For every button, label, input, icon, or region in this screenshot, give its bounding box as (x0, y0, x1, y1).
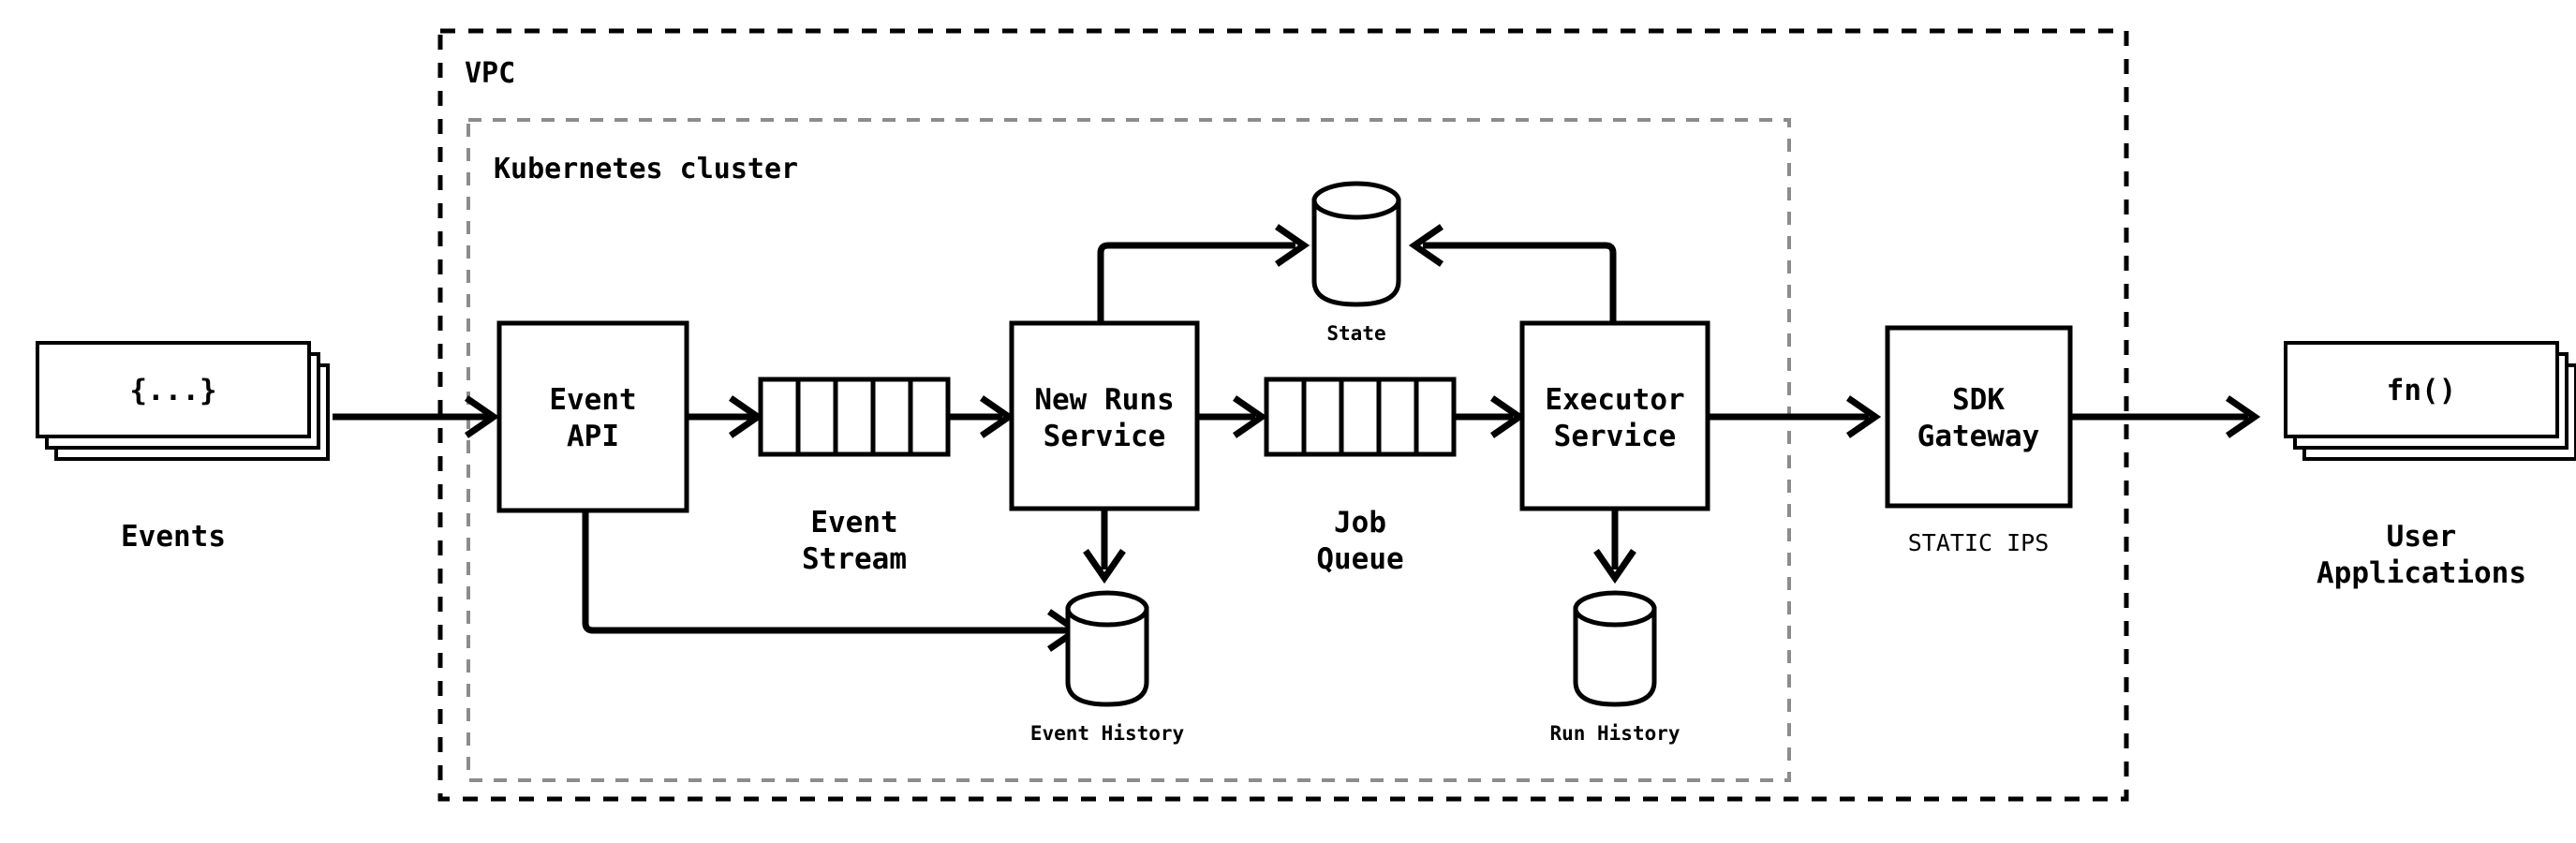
sdk-gateway-box (1885, 325, 2073, 509)
state-label: State (1326, 322, 1385, 345)
event-history-cylinder-top (1065, 590, 1149, 628)
job-queue-label-line1: Job (1334, 506, 1386, 540)
executor-service-box (1519, 320, 1710, 511)
event-api-node[interactable]: Event API (496, 320, 689, 513)
events-stack-layer-1 (36, 341, 311, 438)
edge-events-to-event-api (333, 395, 500, 438)
run-history-cylinder-top (1573, 590, 1657, 628)
event-stream-node[interactable]: Event Stream (758, 377, 951, 576)
new-runs-service-label-line2: Service (1044, 420, 1166, 453)
sdk-gateway-label-line2: Gateway (1917, 420, 2040, 453)
sdk-gateway-node[interactable]: SDK Gateway STATIC IPS (1885, 325, 2073, 556)
run-history-label: Run History (1549, 722, 1680, 745)
edge-event-api-to-event-stream (687, 395, 764, 438)
edge-new-runs-service-to-state (1097, 224, 1310, 323)
event-api-label-line2: API (567, 420, 619, 453)
job-queue-label-line2: Queue (1316, 542, 1403, 576)
state-cylinder-body (1311, 198, 1401, 307)
new-runs-service-node[interactable]: New Runs Service (1009, 320, 1200, 511)
sdk-gateway-label-line1: SDK (1952, 383, 2005, 417)
job-queue-node[interactable]: Job Queue (1264, 377, 1457, 576)
user-applications-box-text: fn() (2387, 374, 2457, 407)
edge-sdk-gateway-to-user-applications (2070, 395, 2261, 438)
run-history-node[interactable]: Run History (1549, 590, 1680, 745)
event-stream-label-line1: Event (810, 506, 897, 540)
edge-new-runs-service-to-event-history (1083, 509, 1126, 584)
event-stream-label-line2: Stream (802, 542, 907, 576)
sdk-gateway-sublabel: STATIC IPS (1908, 529, 2050, 556)
edge-job-queue-to-executor-service (1454, 395, 1526, 438)
event-history-label: Event History (1030, 722, 1185, 745)
run-history-cylinder-body (1573, 606, 1657, 707)
executor-service-label-line1: Executor (1545, 383, 1684, 417)
event-api-box (496, 320, 689, 513)
user-applications-label-line2: Applications (2317, 556, 2526, 590)
user-applications-stack-layer-1 (2284, 341, 2559, 438)
events-node[interactable]: {...} Events (36, 341, 330, 554)
event-api-label-line1: Event (549, 383, 636, 417)
user-applications-label-line1: User (2387, 520, 2457, 554)
vpc-label: VPC (465, 57, 515, 90)
executor-service-label-line2: Service (1554, 420, 1677, 453)
job-queue-outline (1264, 377, 1457, 457)
kubernetes-label: Kubernetes cluster (494, 153, 798, 185)
event-history-node[interactable]: Event History (1030, 590, 1185, 745)
kubernetes-cluster-boundary: Kubernetes cluster (466, 118, 1791, 782)
edge-executor-service-to-sdk-gateway (1708, 395, 1882, 438)
state-node[interactable]: State (1311, 181, 1401, 345)
edge-new-runs-service-to-job-queue (1197, 395, 1268, 438)
event-history-cylinder-body (1065, 606, 1149, 707)
event-stream-queue-outline (758, 377, 951, 457)
edge-event-stream-to-new-runs-service (948, 395, 1015, 438)
events-box-text: {...} (129, 374, 216, 407)
user-applications-node[interactable]: fn() User Applications (2284, 341, 2576, 590)
events-label: Events (121, 520, 226, 554)
edge-executor-service-to-state (1408, 224, 1617, 323)
new-runs-service-label-line1: New Runs (1034, 383, 1174, 417)
executor-service-node[interactable]: Executor Service (1519, 320, 1710, 511)
kubernetes-border-rect (466, 118, 1791, 782)
state-cylinder-top (1311, 181, 1401, 220)
edge-executor-service-to-run-history (1593, 509, 1636, 584)
